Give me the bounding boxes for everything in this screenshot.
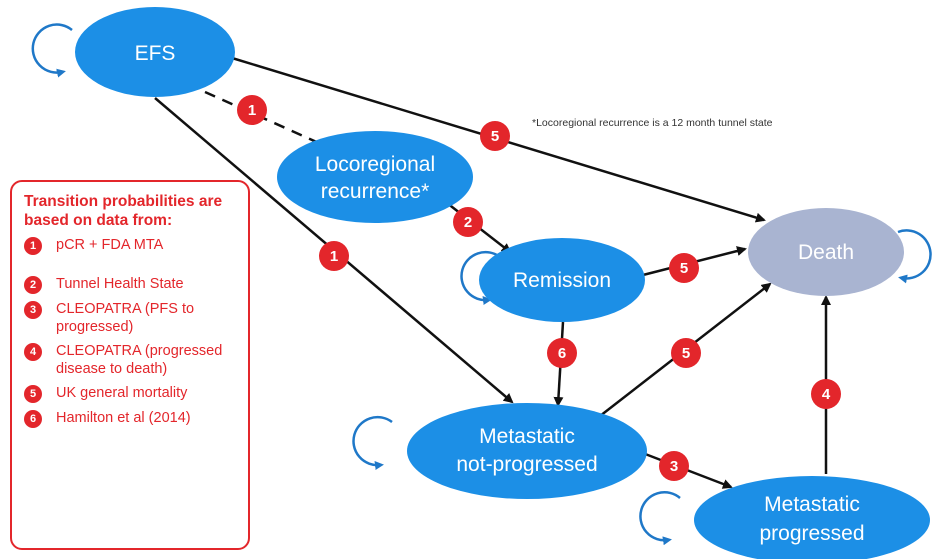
metastatic-p-label-line2: progressed — [759, 522, 864, 545]
svg-text:4: 4 — [822, 386, 831, 403]
badge-efs-to-locoregional: 1 — [237, 95, 267, 125]
node-metastatic-progressed: Metastatic progressed — [694, 476, 930, 559]
legend-title: Transition probabilities are based on da… — [24, 193, 223, 229]
loop-remission-icon — [460, 250, 501, 305]
badge-efs-to-death: 5 — [480, 121, 510, 151]
loop-metastatic-progressed-icon — [639, 491, 681, 546]
badge-metastatic-np-to-progressed: 3 — [659, 451, 689, 481]
svg-text:5: 5 — [491, 128, 499, 145]
badge-metastatic-np-to-death: 5 — [671, 338, 701, 368]
loop-death-icon — [897, 229, 932, 284]
arrow-efs-to-locoregional — [204, 90, 332, 150]
efs-label: EFS — [135, 42, 176, 65]
locoregional-label-line2: recurrence* — [321, 180, 430, 203]
legend-box: Transition probabilities are based on da… — [10, 180, 250, 550]
node-efs: EFS — [75, 7, 235, 97]
badge-remission-to-metastatic: 6 — [547, 338, 577, 368]
badge-locoregional-to-remission: 2 — [453, 207, 483, 237]
loop-metastatic-not-progressed-icon — [352, 415, 393, 470]
svg-text:1: 1 — [248, 102, 256, 119]
badge-remission-to-death: 5 — [669, 253, 699, 283]
loop-efs-icon — [31, 23, 73, 78]
legend-badge-1: 1 — [24, 237, 42, 255]
legend-item-1: 1 pCR + FDA MTA — [24, 236, 238, 255]
legend-text-1: pCR + FDA MTA — [56, 237, 164, 253]
transition-badges: 1 5 1 2 5 6 5 3 — [237, 95, 841, 481]
legend-text-4: CLEOPATRA (progressed disease to death) — [56, 343, 223, 377]
remission-label: Remission — [513, 269, 611, 292]
svg-text:3: 3 — [670, 458, 678, 475]
node-remission: Remission — [479, 238, 645, 322]
legend-text-2: Tunnel Health State — [56, 276, 184, 292]
legend-badge-3: 3 — [24, 301, 42, 319]
node-death: Death — [748, 208, 904, 296]
legend-text-6: Hamilton et al (2014) — [56, 410, 191, 426]
svg-text:5: 5 — [680, 260, 688, 277]
legend-item-3: 3 CLEOPATRA (PFS to progressed) — [24, 300, 238, 336]
legend-item-2: 2 Tunnel Health State — [24, 275, 238, 294]
metastatic-p-label-line1: Metastatic — [764, 493, 860, 516]
badge-efs-to-metastatic: 1 — [319, 241, 349, 271]
legend-item-5: 5 UK general mortality — [24, 384, 238, 403]
self-loops — [31, 23, 932, 546]
svg-text:2: 2 — [464, 214, 472, 231]
legend-text-5: UK general mortality — [56, 385, 188, 401]
legend-badge-5: 5 — [24, 385, 42, 403]
node-metastatic-not-progressed: Metastatic not-progressed — [407, 403, 647, 499]
node-locoregional-recurrence: Locoregional recurrence* — [277, 131, 473, 223]
legend-item-4: 4 CLEOPATRA (progressed disease to death… — [24, 342, 238, 378]
svg-text:6: 6 — [558, 345, 566, 362]
metastatic-np-label-line1: Metastatic — [479, 425, 575, 448]
legend-item-6: 6 Hamilton et al (2014) — [24, 409, 238, 428]
metastatic-np-label-line2: not-progressed — [456, 453, 597, 476]
locoregional-label-line1: Locoregional — [315, 153, 435, 176]
legend-text-3: CLEOPATRA (PFS to progressed) — [56, 301, 195, 335]
badge-progressed-to-death: 4 — [811, 379, 841, 409]
svg-text:1: 1 — [330, 248, 338, 265]
footnote: *Locoregional recurrence is a 12 month t… — [532, 117, 773, 129]
legend-badge-6: 6 — [24, 410, 42, 428]
legend-badge-4: 4 — [24, 343, 42, 361]
death-label: Death — [798, 241, 854, 264]
svg-text:5: 5 — [682, 345, 690, 362]
legend-badge-2: 2 — [24, 276, 42, 294]
